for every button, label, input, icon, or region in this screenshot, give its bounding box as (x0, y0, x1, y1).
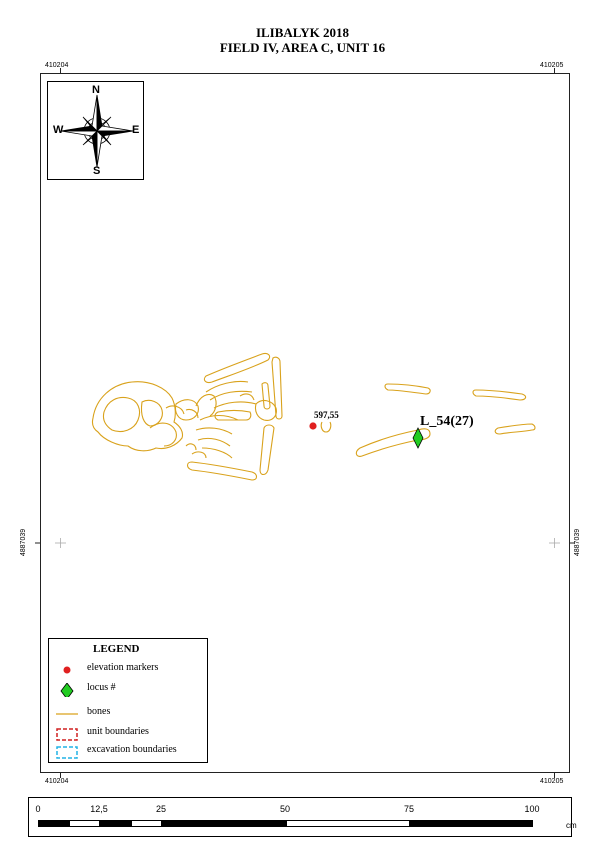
scale-label-75: 75 (403, 804, 415, 814)
small-bone (185, 443, 197, 451)
rib-bone (199, 414, 239, 421)
easting-label-top-left: 410204 (45, 62, 69, 69)
scale-segment (38, 820, 69, 827)
small-bone (191, 451, 207, 459)
locus-diamond-icon (60, 683, 74, 697)
compass-north-label: N (92, 84, 100, 96)
legend-label-unit-boundaries: unit boundaries (87, 726, 149, 737)
locus-diamond (412, 427, 424, 449)
scale-segment (69, 820, 100, 827)
legend-item-elevation: elevation markers (49, 661, 209, 679)
tibia-bone (259, 424, 275, 476)
map-frame (40, 73, 570, 773)
easting-label-top-right: 410205 (540, 62, 564, 69)
legend-label-bones: bones (87, 706, 111, 717)
spine-bone (214, 409, 252, 421)
scale-unit: cm (566, 821, 577, 830)
mandible-bone (149, 422, 177, 447)
skull-detail (140, 399, 163, 427)
skeleton-bones (91, 352, 536, 481)
frame-ticks (35, 68, 575, 778)
scale-label-25: 25 (155, 804, 167, 814)
scale-label-50: 50 (279, 804, 291, 814)
scale-label-12-5: 12,5 (90, 804, 108, 814)
legend-item-locus: locus # (49, 681, 209, 699)
mandible-bone (165, 405, 185, 415)
map-legend: LEGEND elevation markers locus # bones u… (48, 638, 208, 763)
scale-segment (131, 820, 162, 827)
legend-label-excavation-boundaries: excavation boundaries (87, 744, 177, 755)
scale-label-0: 0 (35, 804, 41, 814)
humerus-bone (203, 352, 271, 384)
compass-rose-icon (60, 94, 134, 168)
rib-bone (201, 447, 233, 459)
north-arrow-compass: N S E W (47, 81, 144, 180)
long-bone-diagonal (355, 428, 431, 457)
rib-bone (195, 427, 233, 435)
scapula-bone (195, 393, 217, 417)
elevation-value-label: 597,55 (314, 410, 339, 420)
scale-bar: 0 12,5 25 50 75 100 cm (28, 797, 577, 837)
vertebra-bone (174, 399, 199, 421)
compass-east-label: E (132, 124, 140, 136)
phalanx-bone (320, 421, 332, 433)
legend-item-unit-boundaries: unit boundaries (49, 725, 209, 743)
scale-segment (410, 820, 533, 827)
radius-bone (271, 356, 283, 420)
skull-bone (91, 381, 184, 452)
femur-bone (186, 461, 258, 481)
excavation-boundary-icon (56, 746, 78, 759)
unit-boundary-icon (56, 728, 78, 741)
easting-label-bottom-right: 410205 (540, 778, 564, 785)
map-title-line1: ILIBALYK 2018 (255, 25, 350, 40)
ulna-bone (261, 382, 271, 410)
compass-south-label: S (93, 165, 101, 177)
legend-label-elevation: elevation markers (87, 662, 159, 673)
grid-cross-right (549, 538, 560, 548)
grid-cross-left (55, 538, 66, 548)
spine-bone (239, 393, 255, 401)
locus-label: L_54(27) (420, 414, 474, 429)
bones-line-icon (56, 713, 78, 715)
easting-label-bottom-left: 410204 (45, 778, 69, 785)
legend-label-locus: locus # (87, 682, 116, 693)
scale-segment (162, 820, 286, 827)
rib-bone (209, 390, 253, 401)
long-bone-right (494, 423, 536, 435)
pelvis-bone (254, 399, 277, 421)
legend-item-excavation-boundaries: excavation boundaries (49, 743, 209, 761)
skull-detail (102, 396, 141, 433)
legend-item-bones: bones (49, 705, 209, 723)
rib-bone (213, 401, 257, 409)
legend-title: LEGEND (93, 643, 140, 655)
long-bone-upper-left (384, 383, 431, 395)
rib-bone (205, 380, 249, 393)
rib-bone (197, 437, 231, 447)
compass-west-label: W (53, 124, 64, 136)
elevation-marker-icon (63, 666, 71, 674)
scale-segment (286, 820, 410, 827)
elevation-marker-dot (309, 422, 317, 430)
scale-label-100: 100 (524, 804, 540, 814)
map-title-line2: FIELD IV, AREA C, UNIT 16 (219, 40, 386, 55)
long-bone-upper-right (472, 389, 527, 401)
vertebra-bone (185, 408, 199, 419)
scale-segment (100, 820, 131, 827)
